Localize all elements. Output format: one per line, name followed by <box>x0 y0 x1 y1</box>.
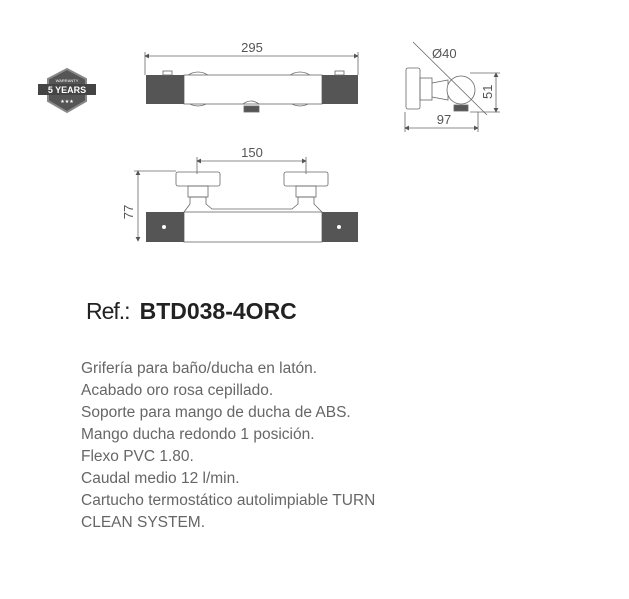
description-line: Grifería para baño/ducha en latón. <box>81 360 318 377</box>
dim-width: 295 <box>241 40 263 55</box>
badge-stars: ★★★ <box>60 99 74 105</box>
front-view <box>134 157 358 243</box>
technical-drawing: WARRANTY 5 YEARS ★★★ 295 Ø40 51 97 <box>38 40 500 243</box>
reference-label: Ref.: <box>86 298 131 324</box>
reference-code: BTD038-4ORC <box>139 298 297 324</box>
description-line: Soporte para mango de ducha de ABS. <box>81 404 351 421</box>
description-line: Acabado oro rosa cepillado. <box>81 382 274 399</box>
badge-top: WARRANTY <box>56 78 79 83</box>
dim-front-height: 77 <box>121 205 136 219</box>
description-line: Flexo PVC 1.80. <box>81 448 194 465</box>
side-view <box>404 41 500 132</box>
dim-side-height: 51 <box>480 85 495 99</box>
dim-diameter: Ø40 <box>432 46 457 61</box>
reference: Ref.: BTD038-4ORC <box>86 298 297 325</box>
dim-depth: 97 <box>437 112 451 127</box>
description: Grifería para baño/ducha en latón. Acaba… <box>81 358 375 534</box>
description-line: Mango ducha redondo 1 posición. <box>81 426 315 443</box>
top-view <box>144 52 359 113</box>
dim-spacing: 150 <box>241 145 263 160</box>
description-line: Caudal medio 12 l/min. <box>81 470 240 487</box>
description-line: CLEAN SYSTEM. <box>81 514 206 531</box>
warranty-badge: WARRANTY 5 YEARS ★★★ <box>38 67 96 114</box>
description-line: Cartucho termostático autolimpiable TURN <box>81 492 376 509</box>
badge-label: 5 YEARS <box>48 85 86 95</box>
